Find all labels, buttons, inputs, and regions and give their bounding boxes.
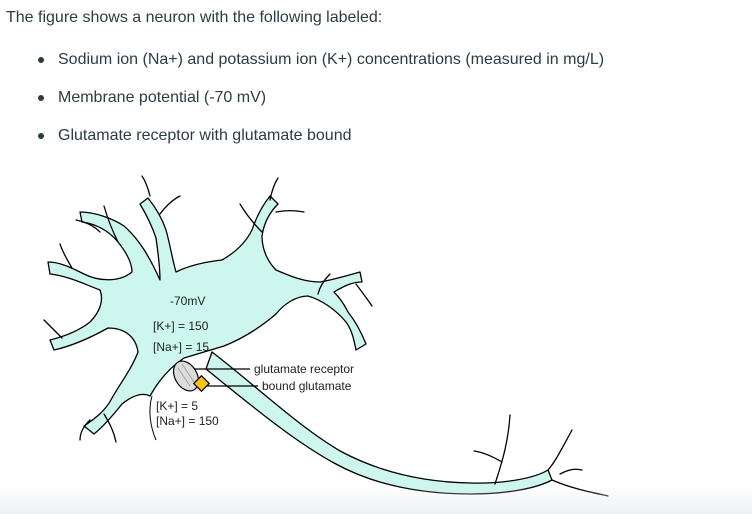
question-intro: The figure shows a neuron with the follo…	[6, 9, 383, 26]
list-item: Sodium ion (Na+) and potassium ion (K+) …	[38, 50, 604, 88]
receptor-callout-label: glutamate receptor	[254, 362, 354, 376]
intracellular-k-label: [K+] = 150	[153, 319, 209, 333]
intracellular-na-label: [Na+] = 15	[153, 340, 209, 354]
dendrite-branches	[43, 175, 373, 443]
list-item: Membrane potential (-70 mV)	[38, 88, 604, 126]
extracellular-k-label: [K+] = 5	[156, 399, 198, 413]
glutamate-receptor-icon	[172, 360, 200, 392]
receptor-hatch	[177, 363, 195, 387]
neuron-body	[47, 195, 367, 435]
list-item: Glutamate receptor with glutamate bound	[38, 126, 604, 164]
bottom-fade	[0, 486, 752, 514]
neuron-diagram: -70mV [K+] = 150 [Na+] = 15 [K+] = 5 [Na…	[43, 175, 609, 497]
label-list: Sodium ion (Na+) and potassium ion (K+) …	[38, 50, 604, 164]
glutamate-callout-label: bound glutamate	[262, 379, 352, 393]
membrane-potential-label: -70mV	[170, 294, 205, 308]
bound-glutamate-icon	[192, 374, 211, 393]
membrane-gap	[149, 395, 157, 441]
extracellular-na-label: [Na+] = 150	[156, 414, 219, 428]
